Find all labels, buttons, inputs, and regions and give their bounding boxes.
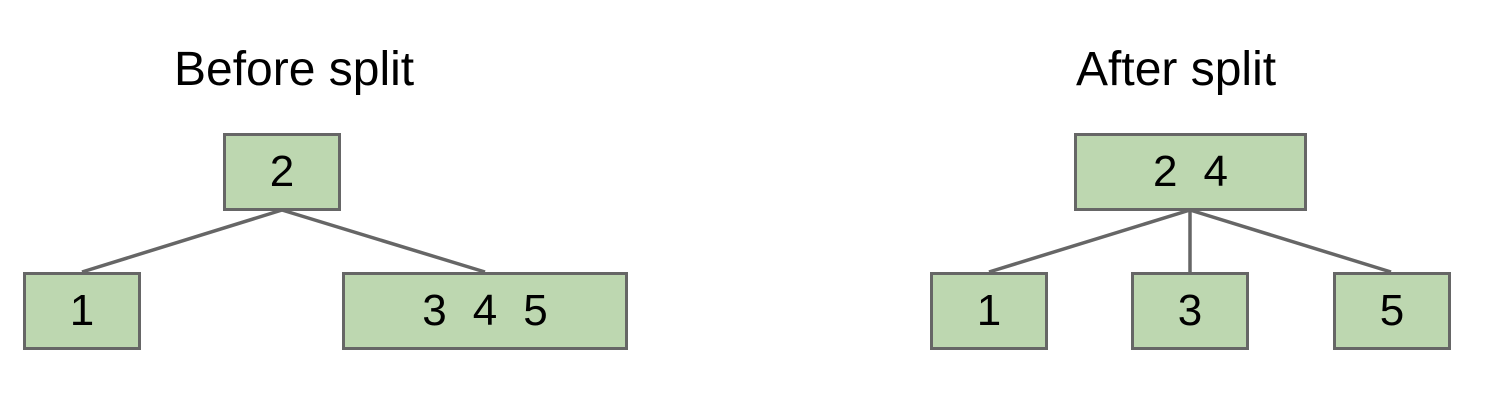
node-key: 3	[1177, 286, 1203, 335]
before-root-node: 2	[223, 133, 341, 211]
node-key: 4	[472, 286, 498, 335]
node-key: 5	[523, 286, 548, 335]
node-key: 3	[422, 286, 447, 335]
after-child-node-1: 1	[930, 272, 1048, 350]
node-key: 5	[1379, 286, 1405, 335]
node-key: 1	[69, 286, 95, 335]
after-root-node: 2 4	[1074, 133, 1307, 211]
edge-before-root-to-child-345	[281, 208, 486, 274]
edge-after-root-to-child-5	[1189, 208, 1392, 274]
before-split-title: Before split	[174, 43, 415, 96]
before-child-node-1: 1	[23, 272, 141, 350]
after-split-title: After split	[1076, 43, 1277, 96]
node-key: 2	[269, 147, 295, 196]
edge-before-root-to-child-1	[81, 208, 283, 274]
before-child-node-345: 3 4 5	[342, 272, 628, 350]
after-child-node-3: 3	[1131, 272, 1249, 350]
node-key: 1	[976, 286, 1002, 335]
node-key: 2	[1153, 147, 1178, 196]
edge-after-root-to-child-1	[988, 208, 1191, 274]
after-child-node-5: 5	[1333, 272, 1451, 350]
node-key: 4	[1203, 147, 1228, 196]
